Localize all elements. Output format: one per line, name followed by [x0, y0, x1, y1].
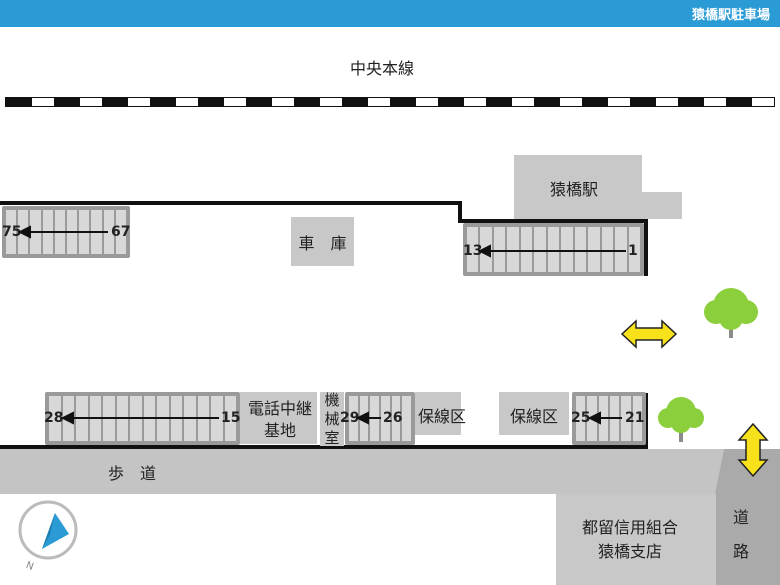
railway-label: 中央本線 [350, 59, 415, 78]
parking-number-to: 15 [221, 410, 241, 426]
maintenance-label-2: 保線区 [510, 407, 559, 426]
sidewalk [0, 449, 780, 494]
garage-label: 車 庫 [298, 233, 347, 253]
parking-number-to: 1 [628, 243, 638, 259]
parking-number-from: 13 [463, 243, 483, 259]
railway-track [5, 97, 775, 107]
sidewalk-label: 歩 道 [108, 464, 157, 483]
machine-room-label: 機 械 室 [321, 391, 343, 448]
parking-number-from: 29 [340, 410, 360, 426]
maintenance-office-2 [499, 392, 569, 435]
garage-building: 車 庫 [291, 217, 354, 266]
telecom-label-line2: 基地 [263, 421, 296, 440]
telecom-label-line1: 電話中継 [247, 399, 312, 418]
parking-number-to: 67 [111, 224, 131, 240]
parking-number-from: 25 [571, 410, 591, 426]
station-label: 猿橋駅 [550, 180, 599, 199]
parking-number-to: 26 [383, 410, 403, 426]
station-annex [630, 192, 682, 219]
road-label-2: 路 [733, 542, 750, 561]
bank-building [556, 494, 716, 585]
parking-number-from: 75 [2, 224, 22, 240]
svg-text:N: N [24, 560, 35, 573]
telecom-label: 電話中継 基地 [240, 398, 320, 442]
machine-room-label-2: 械 [324, 410, 340, 428]
header-bar: 猿橋駅駐車場 [0, 0, 780, 27]
parking-number-from: 28 [44, 410, 64, 426]
parking-lot-13-1 [463, 223, 644, 276]
machine-room-label-3: 室 [324, 429, 340, 447]
bank-label-line1: 都留信用組合 [581, 518, 678, 537]
machine-room-label-1: 機 [324, 391, 340, 409]
maintenance-office-1 [415, 392, 461, 435]
telecom-base [240, 392, 317, 444]
map-title: 猿橋駅駐車場 [691, 8, 770, 23]
road-label-1: 道 [733, 508, 750, 527]
machine-room [320, 392, 344, 446]
station-building [514, 155, 642, 220]
parking-number-to: 21 [625, 410, 645, 426]
bank-label: 都留信用組合 猿橋支店 [560, 516, 700, 564]
bank-label-line2: 猿橋支店 [597, 542, 662, 561]
maintenance-label-1: 保線区 [418, 407, 467, 426]
